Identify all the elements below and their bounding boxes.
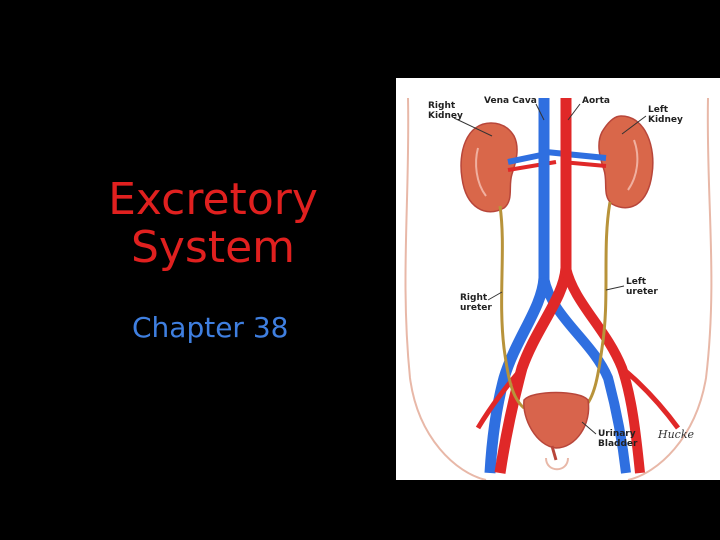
label-right-kidney-1: Right	[428, 101, 456, 111]
right-kidney	[460, 122, 518, 213]
label-right-ureter-1: Right	[460, 293, 488, 303]
artist-signature: Hucke	[657, 428, 695, 441]
label-aorta: Aorta	[582, 96, 610, 106]
label-urinary-bladder-1: Urinary	[598, 429, 636, 439]
right-ureter	[498, 205, 526, 410]
title-line-1: Excretory	[108, 174, 318, 225]
urinary-bladder	[523, 391, 590, 449]
excretory-system-diagram: Right Kidney Vena Cava Aorta Left Kidney…	[396, 78, 720, 480]
slide-subtitle: Chapter 38	[132, 311, 289, 344]
body-outline	[404, 97, 713, 480]
label-left-kidney-1: Left	[648, 105, 669, 115]
title-line-2: System	[130, 222, 296, 273]
left-ureter	[582, 201, 612, 410]
renal-vein-left	[545, 149, 607, 161]
left-kidney	[598, 115, 654, 209]
label-left-kidney-2: Kidney	[648, 115, 683, 125]
vena-cava	[484, 98, 550, 474]
label-vena-cava: Vena Cava	[484, 96, 537, 106]
aorta	[494, 98, 572, 474]
label-left-ureter-2: ureter	[626, 287, 658, 297]
label-right-kidney-2: Kidney	[428, 111, 463, 121]
label-urinary-bladder-2: Bladder	[598, 439, 638, 449]
label-left-ureter-1: Left	[626, 277, 647, 287]
slide-title: Excretory System	[88, 176, 338, 272]
label-right-ureter-2: ureter	[460, 303, 492, 313]
anatomy-illustration: Right Kidney Vena Cava Aorta Left Kidney…	[404, 96, 713, 480]
